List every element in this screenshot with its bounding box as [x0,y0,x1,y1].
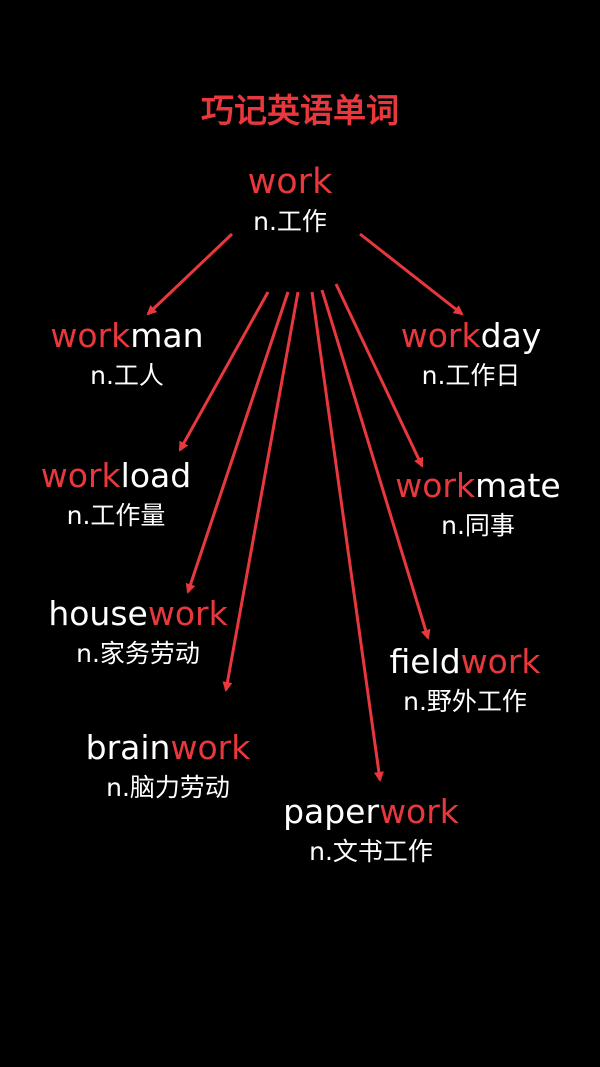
word-workday: workday [356,316,586,356]
word-suffix: mate [475,466,561,505]
node-fieldwork: fieldwork n.野外工作 [345,642,585,718]
arrow-to-housework [185,291,290,594]
arrow-to-paperwork [310,291,384,782]
arrow-to-workday [359,232,464,316]
node-workload: workload n.工作量 [1,456,231,532]
word-suffix: load [120,456,192,495]
root-word-text: work [247,162,333,202]
node-housework: housework n.家务劳动 [18,594,258,670]
meaning-fieldwork: n.野外工作 [403,687,527,716]
word-housework: housework [18,594,258,634]
meaning-housework: n.家务劳动 [76,639,200,668]
word-highlight: work [400,316,481,355]
arrow-to-workman [146,232,234,316]
word-highlight: work [170,728,251,767]
word-prefix: house [48,594,148,633]
word-suffix: man [130,316,204,355]
word-fieldwork: fieldwork [345,642,585,682]
meaning-workmate: n.同事 [441,511,515,540]
root-word-node: work n.工作 [190,162,390,238]
root-word: work [190,162,390,202]
word-workload: workload [1,456,231,496]
arrow-to-workmate [334,283,424,468]
word-workman: workman [12,316,242,356]
node-workday: workday n.工作日 [356,316,586,392]
meaning-workload: n.工作量 [66,501,166,530]
arrow-to-fieldwork [320,289,431,640]
word-prefix: paper [283,792,380,831]
root-meaning: n.工作 [253,207,327,236]
node-workmate: workmate n.同事 [358,466,598,542]
word-suffix: day [480,316,542,355]
meaning-workday: n.工作日 [421,361,521,390]
word-highlight: work [460,642,541,681]
meaning-workman: n.工人 [90,361,164,390]
node-paperwork: paperwork n.文书工作 [250,792,492,868]
word-highlight: work [50,316,131,355]
node-workman: workman n.工人 [12,316,242,392]
word-paperwork: paperwork [250,792,492,832]
arrow-to-brainwork [222,291,300,692]
arrow-to-workload [178,291,270,452]
word-workmate: workmate [358,466,598,506]
meaning-brainwork: n.脑力劳动 [106,773,230,802]
word-prefix: brain [85,728,171,767]
word-highlight: work [147,594,228,633]
word-highlight: work [379,792,459,831]
word-highlight: work [40,456,121,495]
node-brainwork: brainwork n.脑力劳动 [48,728,288,804]
word-prefix: field [389,642,461,681]
page-title: 巧记英语单词 [201,91,399,130]
meaning-paperwork: n.文书工作 [309,837,433,866]
word-highlight: work [395,466,476,505]
word-brainwork: brainwork [48,728,288,768]
